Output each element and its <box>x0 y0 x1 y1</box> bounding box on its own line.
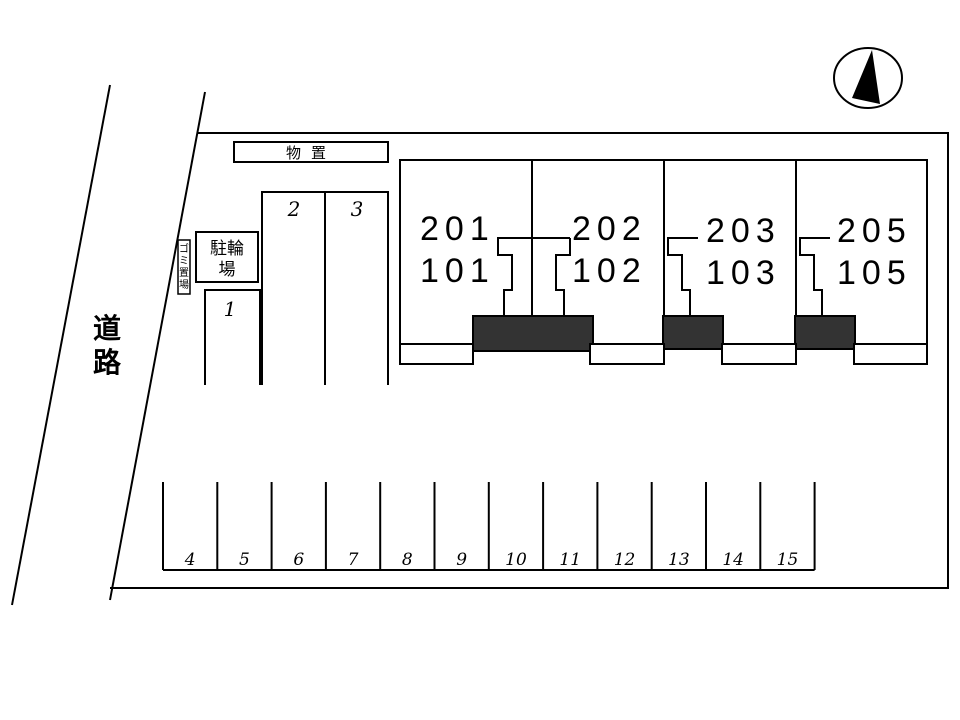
parking-space-3: 3 <box>351 197 364 221</box>
parking-space-2: 2 <box>287 197 301 221</box>
entrance-band-1 <box>472 315 594 352</box>
parking-space-4: 4 <box>184 550 196 570</box>
unit-lower-3: 103 <box>706 254 781 292</box>
unit-upper-1: 201 <box>420 210 495 248</box>
unit-lower-2: 102 <box>572 252 647 290</box>
storage-label: 物置 <box>286 144 336 162</box>
garbage-label-char: 置 <box>179 267 189 279</box>
north-arrow-icon <box>833 47 903 109</box>
garbage-label-char: 場 <box>179 278 189 291</box>
parking-space-8: 8 <box>402 550 413 570</box>
parking-space-15: 15 <box>777 550 799 570</box>
unit-upper-2: 202 <box>572 210 647 248</box>
parking-space-7: 7 <box>348 550 359 570</box>
parking-top <box>204 191 389 385</box>
entrance-band-2 <box>662 315 724 350</box>
unit-upper-4: 205 <box>837 212 912 250</box>
parking-space-12: 12 <box>614 550 636 570</box>
garbage-label-char: ゴ <box>179 242 189 255</box>
parking-space-14: 14 <box>722 550 744 570</box>
unit-lower-4: 105 <box>837 254 912 292</box>
road-label-1: 道 <box>93 312 121 345</box>
parking-space-11: 11 <box>559 550 581 570</box>
garbage-label-char: ミ <box>179 256 189 267</box>
bike-parking-label-1: 駐輪 <box>210 239 244 259</box>
road-edge-left <box>11 84 111 606</box>
site-boundary <box>110 132 949 589</box>
entrance-band-3 <box>794 315 856 350</box>
garbage-box <box>177 239 191 295</box>
road-edge-right <box>109 91 206 601</box>
bike-parking-box <box>195 231 259 283</box>
parking-space-6: 6 <box>293 550 304 570</box>
bike-parking-label-2: 場 <box>219 260 236 280</box>
unit-lower-1: 101 <box>420 252 495 290</box>
parking-bottom: 4 5 6 7 8 9 10 11 12 13 14 15 <box>162 482 816 571</box>
parking-space-9: 9 <box>456 550 467 570</box>
unit-upper-3: 203 <box>706 212 781 250</box>
parking-space-10: 10 <box>505 550 527 570</box>
road-label-2: 路 <box>93 346 122 379</box>
parking-space-1: 1 <box>224 297 237 321</box>
building <box>399 159 928 365</box>
storage-box <box>233 141 389 163</box>
parking-space-5: 5 <box>239 550 250 570</box>
parking-space-13: 13 <box>668 550 690 570</box>
